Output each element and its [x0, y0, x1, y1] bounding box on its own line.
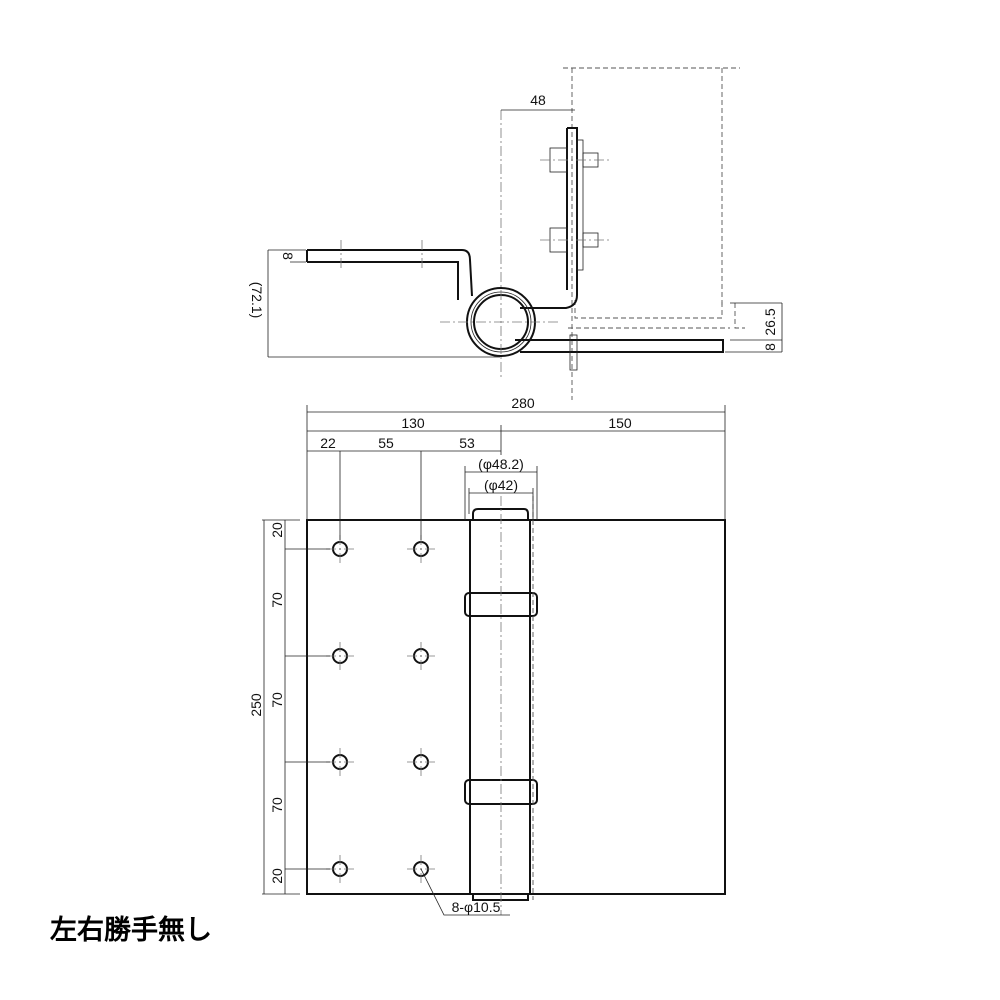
- bolt-upper: [540, 147, 612, 173]
- dim-20-top: 20: [269, 522, 285, 538]
- dim-53: 53: [459, 435, 475, 451]
- dim-8-left: 8: [280, 252, 296, 260]
- hole-callout: 8-φ10.5: [452, 899, 501, 915]
- dim-26-5: 26.5: [762, 308, 778, 335]
- dim-20-bottom: 20: [269, 868, 285, 884]
- dim-8-right: 8: [762, 343, 778, 351]
- dim-48: 48: [530, 92, 546, 108]
- caption-no-handedness: 左右勝手無し: [50, 915, 212, 946]
- dim-72-1: (72.1): [249, 282, 265, 319]
- dim-phi48-2: (φ48.2): [478, 456, 524, 472]
- mounting-holes: [326, 535, 435, 883]
- dim-280: 280: [511, 395, 535, 411]
- left-leaf: [306, 249, 473, 300]
- dim-22: 22: [320, 435, 336, 451]
- dim-70-b: 70: [269, 692, 285, 708]
- barrel-bottom-cap: [472, 894, 529, 901]
- dim-70-c: 70: [269, 797, 285, 813]
- dim-130: 130: [401, 415, 425, 431]
- barrel: [469, 520, 531, 894]
- bolt-lower: [540, 227, 612, 253]
- dim-250: 250: [248, 693, 264, 717]
- dim-70-a: 70: [269, 592, 285, 608]
- dim-phi42: (φ42): [484, 477, 518, 493]
- dim-150: 150: [608, 415, 632, 431]
- front-view: 280 130 150 22 55 53 (φ48.2) (φ42) 250 2…: [248, 395, 726, 916]
- hinge-plate: [306, 519, 726, 895]
- side-view: 48 8 (72.1) 26.5 8: [249, 67, 783, 400]
- right-leaf: [515, 339, 724, 353]
- vertical-leaf: [520, 127, 578, 309]
- dim-55: 55: [378, 435, 394, 451]
- barrel-top-cap: [472, 508, 529, 520]
- frame-outline: [563, 67, 740, 400]
- backing-plate: [576, 139, 584, 271]
- frame-channel: [568, 300, 745, 329]
